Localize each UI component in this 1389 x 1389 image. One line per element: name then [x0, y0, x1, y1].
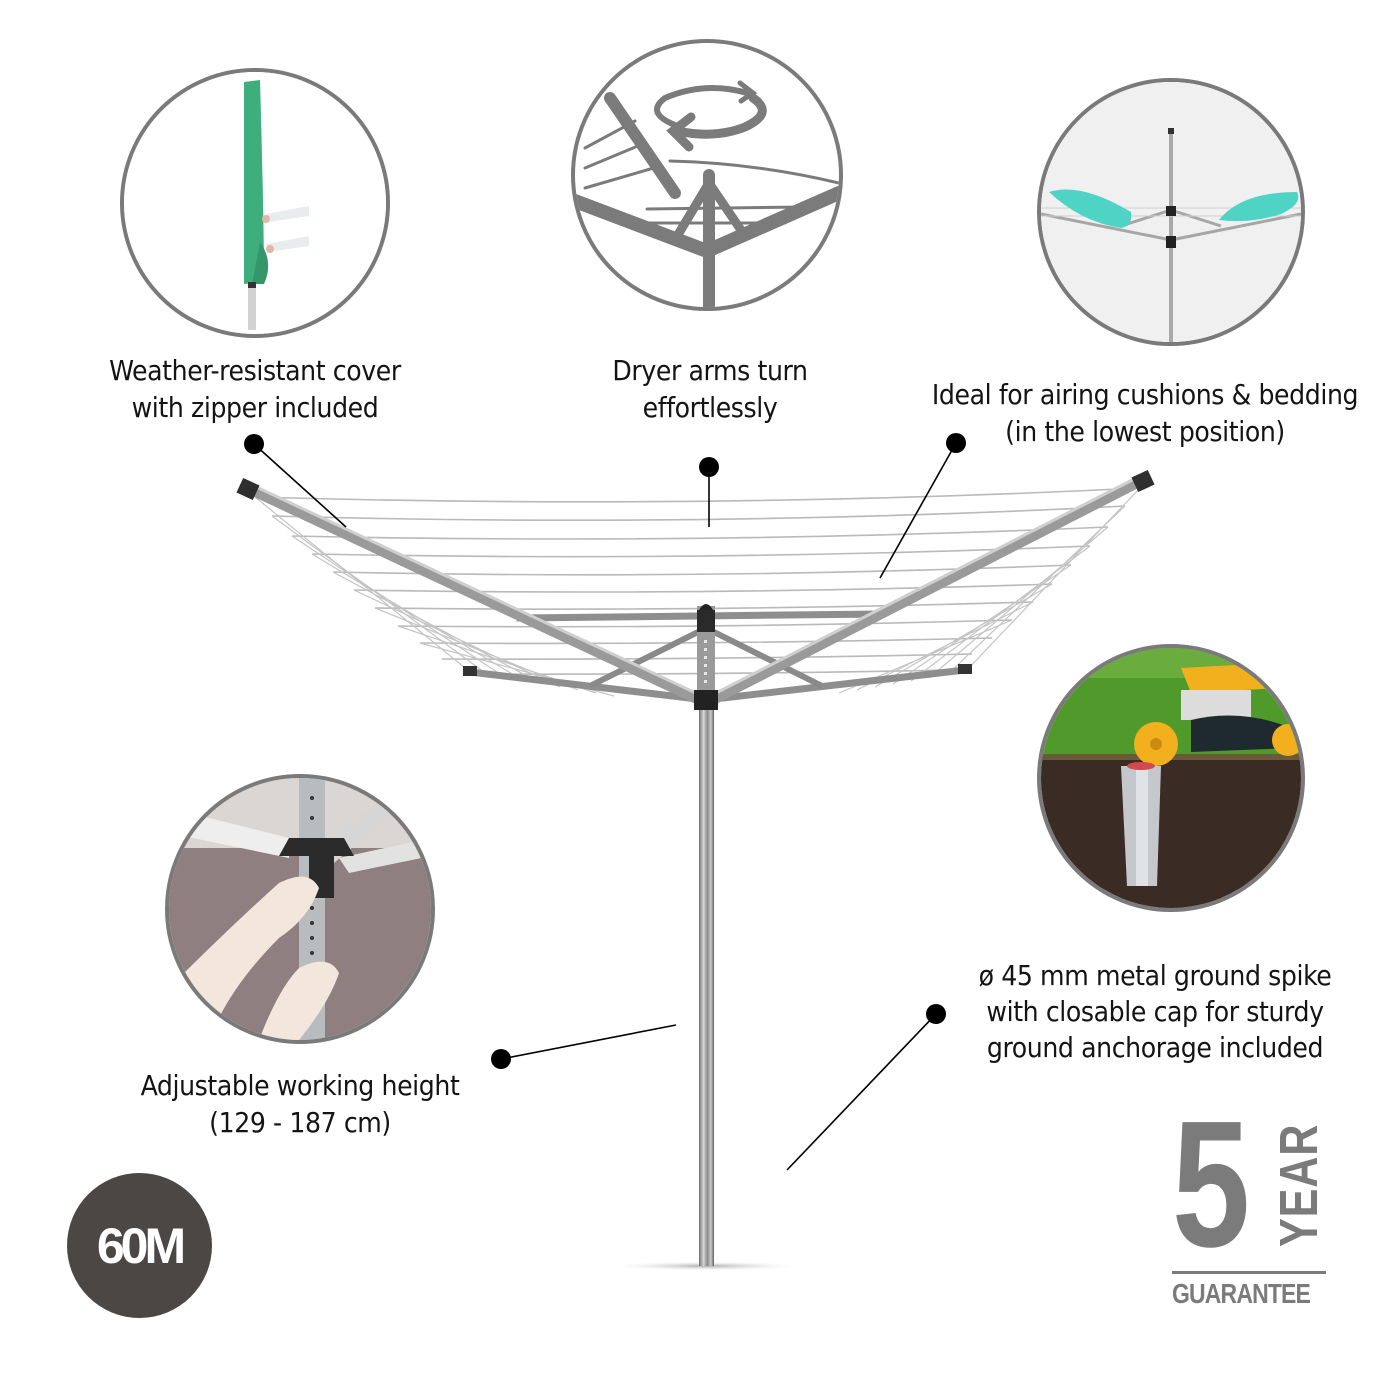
- caption-spike-line3: ground anchorage included: [986, 1031, 1324, 1064]
- inset-spike-photo: [1037, 644, 1305, 912]
- hands-adjusting-pole-image: [169, 778, 431, 1040]
- caption-cushions-line2: (in the lowest position): [1005, 415, 1285, 448]
- callout-dot-cover: [244, 434, 264, 454]
- inset-cover-photo: [120, 68, 390, 338]
- line-length-value: 60M: [96, 1217, 186, 1274]
- caption-cover-line1: Weather-resistant cover: [109, 354, 401, 387]
- caption-spike-line2: with closable cap for sturdy: [986, 995, 1324, 1028]
- caption-cover: Weather-resistant cover with zipper incl…: [100, 352, 410, 426]
- guarantee-badge: 5 YEAR GUARANTEE: [1172, 1095, 1329, 1315]
- rotating-arms-icon: [575, 80, 839, 307]
- caption-rotation-line2: effortlessly: [642, 391, 778, 424]
- caption-height-line1: Adjustable working height: [140, 1069, 460, 1102]
- caption-rotation: Dryer arms turn effortlessly: [560, 352, 860, 426]
- caption-cushions: Ideal for airing cushions & bedding (in …: [925, 376, 1365, 450]
- caption-cover-line2: with zipper included: [131, 391, 379, 424]
- callout-dot-height: [491, 1049, 511, 1069]
- guarantee-number: 5: [1172, 1084, 1251, 1285]
- guarantee-divider: [1172, 1271, 1326, 1274]
- inset-height-photo: [165, 774, 435, 1044]
- caption-rotation-line1: Dryer arms turn: [612, 354, 808, 387]
- caption-height: Adjustable working height (129 - 187 cm): [130, 1067, 470, 1141]
- callout-dot-rotation: [699, 457, 719, 477]
- caption-cushions-line1: Ideal for airing cushions & bedding: [931, 378, 1359, 411]
- ground-spike-image: [1041, 648, 1301, 908]
- callout-dot-cushions: [946, 433, 966, 453]
- inset-rotation-icon: [571, 39, 843, 311]
- line-length-badge: 60M: [67, 1173, 212, 1318]
- green-cover-image: [124, 72, 386, 334]
- guarantee-unit: YEAR: [1269, 1123, 1329, 1247]
- guarantee-label: GUARANTEE: [1172, 1278, 1311, 1309]
- cushions-image: [1041, 82, 1301, 342]
- caption-spike-line1: ø 45 mm metal ground spike: [978, 959, 1332, 992]
- inset-cushions-photo: [1037, 78, 1305, 346]
- caption-height-line2: (129 - 187 cm): [209, 1106, 391, 1139]
- caption-spike: ø 45 mm metal ground spike with closable…: [960, 958, 1350, 1066]
- callout-dot-spike: [926, 1004, 946, 1024]
